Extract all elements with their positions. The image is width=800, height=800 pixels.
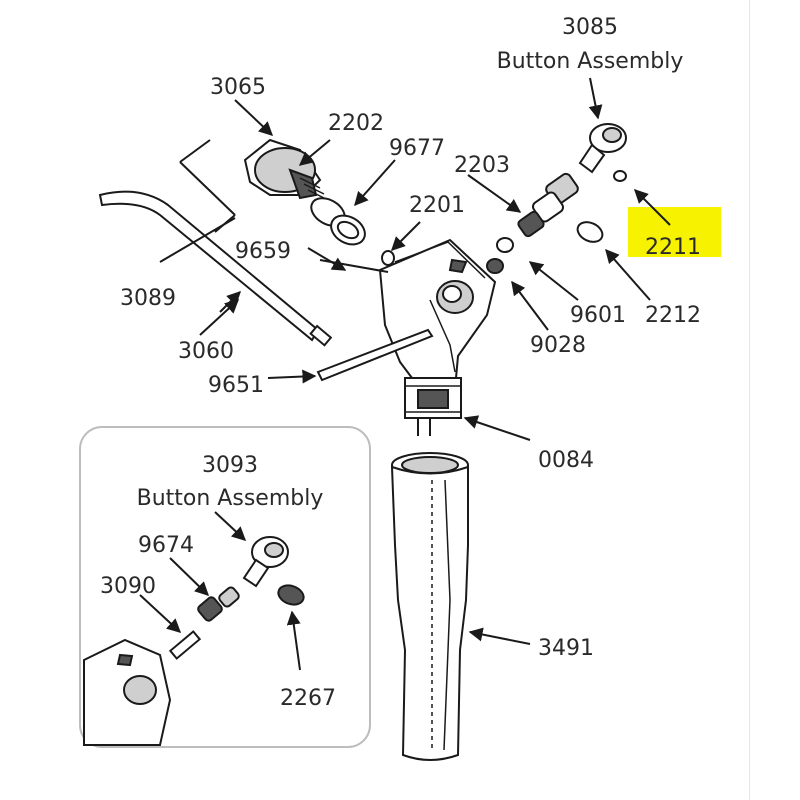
label-3089: 3089 [120, 286, 176, 311]
leader-lines [139, 77, 671, 671]
label-9601: 9601 [570, 303, 626, 328]
handle-3491 [390, 452, 469, 761]
collar-0084 [404, 377, 462, 436]
label-9674: 9674 [138, 533, 194, 558]
label-3085: 3085 [562, 15, 618, 40]
label-3093: 3093 [202, 453, 258, 478]
rod-9651 [316, 328, 434, 382]
pin-2201 [381, 250, 395, 266]
inset-valve [168, 586, 240, 660]
bracket-3089 [179, 139, 236, 233]
inset-box [79, 426, 371, 748]
label-9651: 9651 [208, 373, 264, 398]
button-3085 [578, 123, 627, 174]
label-2212: 2212 [645, 303, 701, 328]
knob-3065 [243, 138, 322, 200]
label-9659: 9659 [235, 239, 291, 264]
faucet-body [378, 238, 497, 379]
label-2267: 2267 [280, 686, 336, 711]
label-2202: 2202 [328, 111, 384, 136]
washer-2211 [613, 170, 627, 182]
highlight-2211 [628, 207, 721, 257]
label-2211: 2211 [645, 235, 701, 260]
label-2201: 2201 [409, 193, 465, 218]
label-9677: 9677 [389, 136, 445, 161]
label-2203: 2203 [454, 153, 510, 178]
label-3491: 3491 [538, 636, 594, 661]
label-button-assembly-inset: Button Assembly [137, 486, 324, 511]
page-edge-divider [749, 0, 750, 800]
inset-body [83, 638, 172, 746]
rod-3060 [98, 190, 333, 347]
washer-2212 [576, 221, 604, 243]
label-3060: 3060 [178, 339, 234, 364]
label-3065: 3065 [210, 75, 266, 100]
label-3090: 3090 [100, 574, 156, 599]
inset-washer-2267 [277, 584, 305, 606]
valve-stack [486, 172, 579, 274]
label-button-assembly-top: Button Assembly [497, 49, 684, 74]
inset-button-3093 [242, 536, 289, 588]
o-rings-9677 [310, 197, 366, 246]
label-0084: 0084 [538, 448, 594, 473]
label-9028: 9028 [530, 333, 586, 358]
